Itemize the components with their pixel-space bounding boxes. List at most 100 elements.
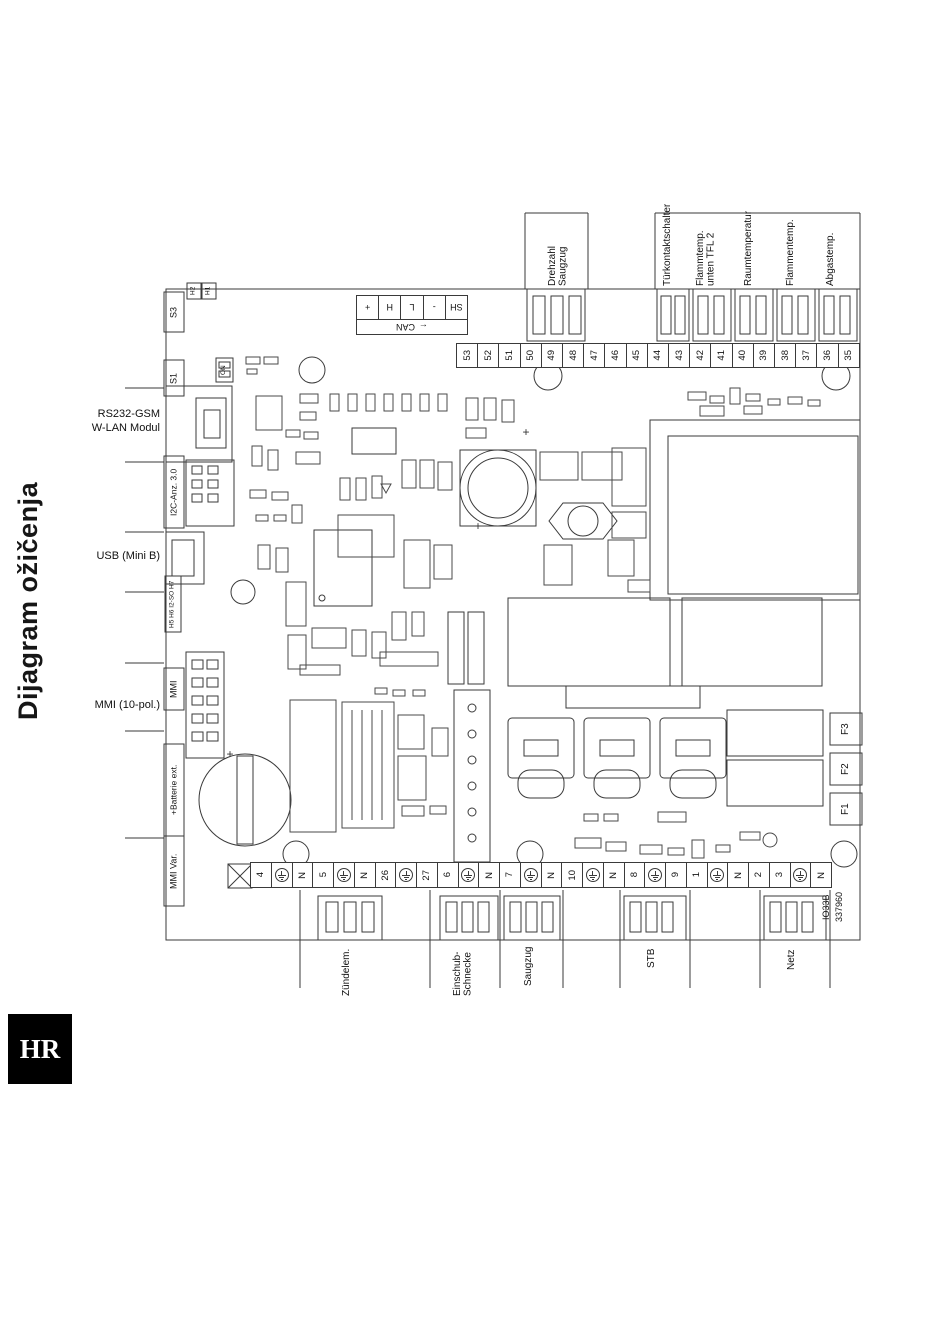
terminal-cell: 53 — [456, 343, 479, 368]
terminal-number: 42 — [694, 350, 706, 361]
terminal-cell: ⏚ — [270, 862, 293, 888]
terminal-cell: 9 — [665, 862, 687, 888]
component-clutter — [245, 356, 821, 859]
terminal-number: 50 — [525, 350, 537, 361]
label-usb-mini-b: USB (Mini B) — [96, 550, 160, 562]
terminal-number: ⏚ — [461, 868, 476, 882]
terminal-cell: 39 — [752, 343, 776, 368]
terminal-number: 4 — [255, 872, 267, 878]
label-mmi-var: MMI Var. — [168, 853, 179, 889]
terminal-cell: 10 — [561, 862, 583, 888]
can-pin-text: + — [364, 302, 371, 313]
battery-holder — [198, 753, 292, 847]
terminal-number: 2 — [753, 872, 765, 878]
terminal-cell: ⏚ — [644, 862, 666, 888]
terminal-number: 41 — [716, 350, 728, 361]
label-rs232-line2: W-LAN Modul — [91, 422, 160, 435]
terminal-cell: 51 — [498, 343, 521, 368]
pin-strip — [447, 611, 491, 863]
bottom-terminal-strip: 4 ⏚ N 5 ⏚ N 26 ⏚ 27 6 ⏚ N 7 ⏚ N 10 — [250, 862, 832, 888]
terminal-number: 27 — [421, 869, 433, 881]
terminal-number: 51 — [504, 350, 515, 361]
terminal-cell: 1 — [685, 862, 708, 888]
terminal-cell: 46 — [604, 343, 627, 368]
label-abgastemp: Abgastemp. — [825, 232, 836, 286]
terminal-number: N — [359, 871, 371, 879]
label-raumtemperatur: Raumtemperatur — [743, 210, 754, 286]
terminal-number: ⏚ — [274, 868, 289, 882]
terminal-number: 47 — [588, 350, 600, 361]
terminal-cell: 38 — [774, 343, 797, 368]
board-part-number-2: 337960 — [833, 891, 844, 923]
terminal-number: 43 — [673, 350, 685, 361]
language-badge-label: HR — [19, 1033, 61, 1064]
label-fuse-f1: F1 — [839, 803, 851, 815]
label-leader-ticks — [125, 387, 164, 839]
label-flammentemp: Flammentemp. — [785, 219, 796, 286]
terminal-cell: ⏚ — [457, 862, 480, 888]
terminal-cell: 40 — [731, 343, 754, 368]
terminal-number: ⏚ — [710, 868, 725, 882]
label-h1: H1 — [204, 286, 212, 296]
terminal-cell: N — [810, 862, 832, 888]
terminal-number: 1 — [691, 872, 703, 878]
main-ic — [313, 427, 397, 607]
terminal-number: 3 — [774, 872, 786, 878]
terminal-number: ⏚ — [399, 868, 414, 882]
terminal-cell: 47 — [583, 343, 606, 368]
terminal-number: N — [483, 871, 495, 879]
terminal-cell: N — [353, 862, 376, 888]
terminal-cell: N — [540, 862, 563, 888]
can-pin-text: L — [409, 302, 415, 313]
terminal-cell: 4 — [250, 862, 272, 888]
terminal-number: 6 — [442, 872, 454, 878]
terminal-number: N — [732, 871, 744, 879]
inductor — [548, 502, 618, 540]
terminal-cell: 36 — [816, 343, 839, 368]
terminal-number: 5 — [317, 872, 329, 878]
terminal-cell: ⏚ — [333, 862, 355, 888]
terminal-cell: 8 — [623, 862, 646, 888]
mounting-holes — [230, 356, 858, 868]
terminal-number: ⏚ — [648, 868, 663, 882]
terminal-cell: 44 — [646, 343, 670, 368]
language-badge: HR — [8, 1014, 72, 1084]
terminal-cell: 41 — [710, 343, 733, 368]
terminal-cell: 37 — [795, 343, 818, 368]
terminal-number: ⏚ — [336, 868, 351, 882]
bottom-group-separators — [299, 890, 831, 988]
terminal-cell: 43 — [668, 343, 691, 368]
can-pin-label: L — [400, 296, 423, 319]
can-terminal-block: ← CAN SH - L H + — [356, 295, 468, 335]
can-label: CAN — [396, 322, 416, 332]
can-pin-text: - — [432, 302, 436, 313]
can-pin-label: H — [378, 296, 401, 319]
terminal-cell: 6 — [436, 862, 459, 888]
terminal-number: ⏚ — [585, 868, 600, 882]
label-s3: S3 — [168, 306, 179, 318]
terminal-cell: ⏚ — [395, 862, 417, 888]
terminal-cell: 26 — [374, 862, 397, 888]
terminal-cell: 49 — [540, 343, 564, 368]
terminal-cell: 35 — [837, 343, 860, 368]
terminal-cell: 42 — [689, 343, 712, 368]
can-pin-label: - — [422, 296, 445, 319]
label-drehzahl-saugzug: Drehzahl Saugzug — [547, 245, 569, 286]
terminal-cell: N — [478, 862, 500, 888]
relays — [507, 597, 824, 807]
terminal-cell: N — [602, 862, 625, 888]
terminal-cell: ⏚ — [519, 862, 542, 888]
terminal-cell: ⏚ — [706, 862, 729, 888]
terminal-cell: 45 — [625, 343, 648, 368]
can-header: ← CAN — [357, 319, 467, 334]
polarity-plus-mark: + — [522, 425, 529, 439]
polarity-marks: + + + — [226, 425, 529, 761]
terminal-cell: 50 — [519, 343, 542, 368]
label-tuerkontaktschalter: Türkontaktschalter — [662, 203, 673, 286]
terminal-cell: 48 — [562, 343, 585, 368]
terminal-number: 26 — [379, 869, 391, 881]
bottom-plug-connectors — [317, 895, 827, 941]
label-s1: S1 — [168, 372, 179, 384]
